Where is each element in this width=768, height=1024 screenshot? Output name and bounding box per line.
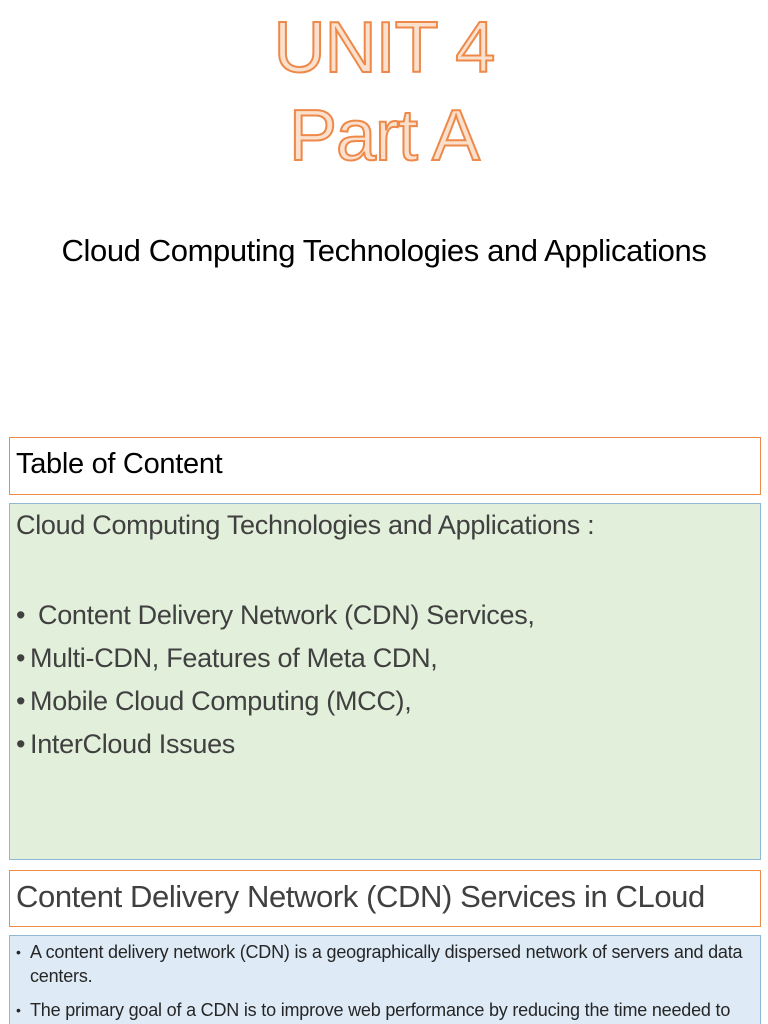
cdn-point-text: The primary goal of a CDN is to improve … — [30, 1000, 731, 1020]
slide-subtitle: Cloud Computing Technologies and Applica… — [61, 233, 707, 268]
cdn-point-goal: • The primary goal of a CDN is to improve… — [16, 998, 752, 1024]
bullet-icon: • — [16, 729, 26, 759]
toc-body: Cloud Computing Technologies and Applica… — [9, 503, 761, 860]
bullet-icon: • — [16, 600, 26, 630]
cdn-section-header: Content Delivery Network (CDN) Services … — [9, 870, 761, 927]
cdn-point-text: A content delivery network (CDN) is a ge… — [30, 942, 743, 986]
toc-intro: Cloud Computing Technologies and Applica… — [16, 510, 595, 540]
cdn-points-list: • A content delivery network (CDN) is a g… — [16, 940, 752, 1024]
toc-item-label: Mobile Cloud Computing (MCC), — [30, 686, 412, 716]
toc-item-intercloud: •InterCloud Issues — [16, 723, 760, 766]
unit-title: UNIT 4 — [273, 8, 497, 88]
toc-item-multi-cdn: •Multi-CDN, Features of Meta CDN, — [16, 637, 760, 680]
part-title: Part A — [288, 96, 481, 176]
bullet-icon: • — [16, 944, 21, 960]
toc-item-label: Content Delivery Network (CDN) Services, — [38, 600, 535, 630]
toc-item-mcc: •Mobile Cloud Computing (MCC), — [16, 680, 760, 723]
cdn-section-body: • A content delivery network (CDN) is a g… — [9, 935, 761, 1024]
toc-list: • Content Delivery Network (CDN) Services… — [16, 594, 760, 766]
bullet-icon: • — [16, 1002, 21, 1018]
bullet-icon: • — [16, 686, 26, 716]
toc-header: Table of Content — [9, 437, 761, 495]
bullet-icon: • — [16, 643, 26, 673]
toc-item-cdn-services: • Content Delivery Network (CDN) Services… — [16, 594, 760, 637]
toc-item-label: InterCloud Issues — [30, 729, 236, 759]
toc-item-label: Multi-CDN, Features of Meta CDN, — [30, 643, 438, 673]
cdn-point-definition: • A content delivery network (CDN) is a g… — [16, 940, 752, 988]
